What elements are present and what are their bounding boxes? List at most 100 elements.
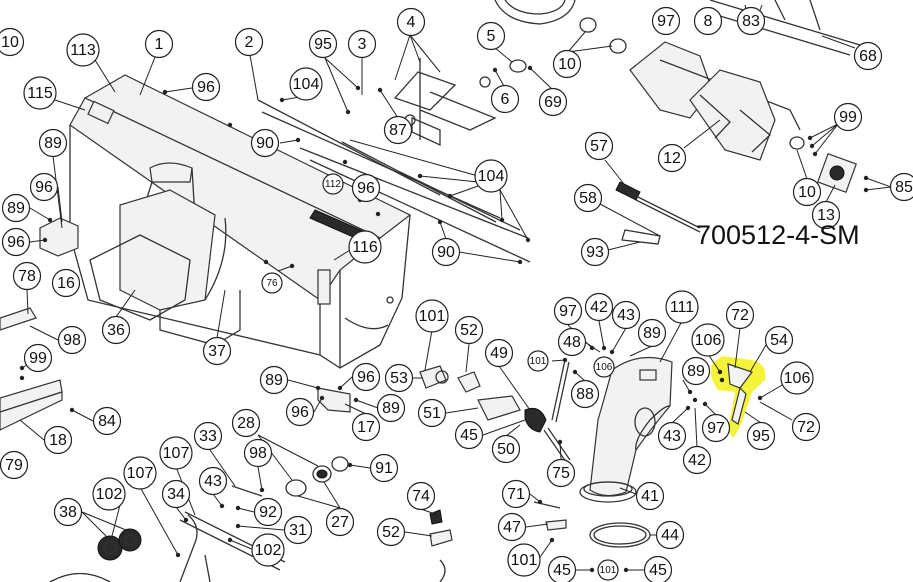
callout-circle bbox=[384, 363, 414, 393]
callout-balloon: 106 bbox=[691, 323, 725, 357]
callout-balloon: 97 bbox=[651, 6, 681, 36]
callout-label: 97 bbox=[559, 303, 577, 320]
callout-label: 90 bbox=[256, 135, 274, 152]
callout-label: 101 bbox=[419, 308, 446, 325]
callout-balloon: 58 bbox=[573, 183, 603, 213]
callout-label: 101 bbox=[600, 565, 617, 576]
callout-circle bbox=[657, 421, 687, 451]
auger-assembly bbox=[629, 41, 801, 161]
callout-circle bbox=[570, 379, 600, 409]
callout-circle bbox=[736, 6, 766, 36]
callout-circle bbox=[454, 420, 484, 450]
callout-label: 27 bbox=[331, 514, 349, 531]
callout-balloon: 3 bbox=[347, 29, 377, 59]
callout-balloon: 10 bbox=[0, 27, 25, 57]
callout-circle bbox=[791, 412, 821, 442]
drive-shaft bbox=[615, 181, 701, 245]
callout-circle bbox=[92, 477, 126, 511]
callout-balloon: 98 bbox=[243, 438, 273, 468]
callout-balloon: 16 bbox=[51, 268, 81, 298]
callout-balloon: 71 bbox=[501, 479, 531, 509]
rollers bbox=[509, 17, 805, 150]
callout-circle bbox=[580, 237, 610, 267]
callout-circle bbox=[376, 393, 406, 423]
callout-label: 1 bbox=[155, 36, 164, 53]
callout-balloon: 84 bbox=[92, 406, 122, 436]
callout-balloon: 111 bbox=[665, 290, 699, 324]
callout-circle bbox=[198, 466, 228, 496]
hardware-bolts bbox=[19, 65, 869, 573]
callout-label: 85 bbox=[895, 179, 913, 196]
callout-label: 98 bbox=[249, 445, 267, 462]
callout-circle bbox=[159, 436, 193, 470]
callout-circle bbox=[635, 481, 665, 511]
callout-circle bbox=[243, 438, 273, 468]
callout-label: 18 bbox=[49, 432, 67, 449]
callout-circle bbox=[546, 458, 576, 488]
callout-label: 104 bbox=[293, 76, 320, 93]
callout-balloon: 36 bbox=[101, 315, 131, 345]
callout-circle bbox=[474, 159, 508, 193]
callout-label: 91 bbox=[375, 460, 393, 477]
callout-label: 37 bbox=[208, 343, 226, 360]
callout-circle bbox=[38, 128, 68, 158]
callout-circle bbox=[651, 6, 681, 36]
callout-balloon: 78 bbox=[12, 261, 42, 291]
callout-circle bbox=[351, 173, 381, 203]
callout-balloon: 47 bbox=[497, 512, 527, 542]
callout-balloon: 38 bbox=[53, 497, 83, 527]
callout-label: 43 bbox=[617, 307, 635, 324]
callout-circle bbox=[665, 290, 699, 324]
callout-circle bbox=[57, 325, 87, 355]
callout-label: 99 bbox=[839, 109, 857, 126]
callout-circle bbox=[746, 421, 776, 451]
callout-label: 43 bbox=[204, 473, 222, 490]
callout-circle bbox=[12, 261, 42, 291]
drawing-number: 700512-4-SM bbox=[696, 220, 860, 250]
callout-balloon: 17 bbox=[351, 412, 381, 442]
bearing-plate bbox=[817, 153, 857, 193]
callout-balloon: 89 bbox=[259, 365, 289, 395]
callout-label: 95 bbox=[752, 428, 770, 445]
callout-balloon: 101 bbox=[527, 350, 549, 372]
callout-balloon: 116 bbox=[348, 230, 382, 264]
callout-label: 48 bbox=[563, 334, 581, 351]
callout-label: 96 bbox=[357, 180, 375, 197]
callout-circle bbox=[681, 356, 711, 386]
callout-label: 111 bbox=[670, 299, 694, 316]
callout-circle bbox=[376, 517, 406, 547]
callout-label: 58 bbox=[579, 190, 597, 207]
deflector bbox=[727, 363, 753, 425]
callout-balloon: 8 bbox=[693, 6, 723, 36]
callout-circle bbox=[406, 481, 436, 511]
callout-label: 12 bbox=[663, 150, 681, 167]
callout-label: 107 bbox=[127, 465, 154, 482]
callout-circle bbox=[501, 479, 531, 509]
callout-label: 89 bbox=[382, 400, 400, 417]
callout-circle bbox=[289, 67, 323, 101]
callout-circle bbox=[308, 29, 338, 59]
callout-circle bbox=[780, 361, 814, 395]
callout-label: 96 bbox=[7, 234, 25, 251]
callout-circle bbox=[889, 172, 913, 202]
callout-balloon: 107 bbox=[123, 456, 157, 490]
callout-circle bbox=[507, 543, 541, 577]
callout-circle bbox=[643, 555, 673, 582]
callout-balloon: 43 bbox=[611, 300, 641, 330]
callout-label: 79 bbox=[5, 457, 23, 474]
callout-balloon: 28 bbox=[231, 408, 261, 438]
callout-balloon: 45 bbox=[547, 555, 577, 582]
callout-label: 88 bbox=[576, 386, 594, 403]
callout-balloon: 99 bbox=[23, 343, 53, 373]
callout-balloon: 96 bbox=[191, 72, 221, 102]
callout-circle bbox=[251, 533, 285, 567]
frame-bracket bbox=[699, 0, 861, 56]
callout-label: 101 bbox=[511, 552, 538, 569]
callout-label: 96 bbox=[35, 179, 53, 196]
callout-circle bbox=[547, 555, 577, 582]
callout-balloon: 88 bbox=[570, 379, 600, 409]
callout-label: 102 bbox=[255, 542, 282, 559]
callout-circle bbox=[657, 143, 687, 173]
callout-label: 41 bbox=[641, 488, 659, 505]
callout-circle bbox=[231, 408, 261, 438]
